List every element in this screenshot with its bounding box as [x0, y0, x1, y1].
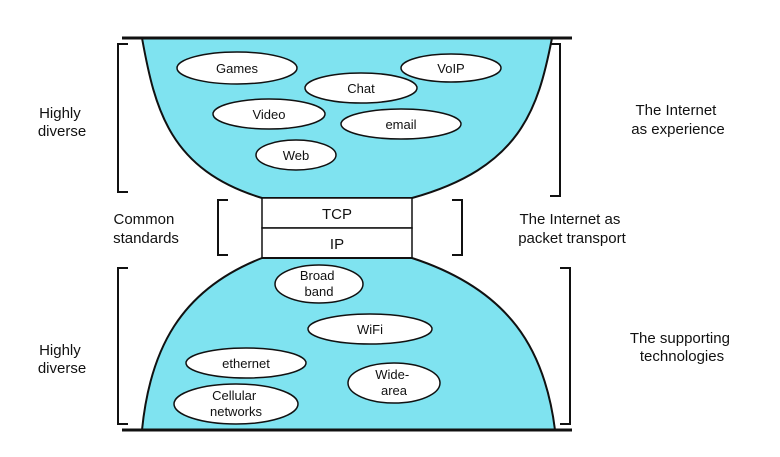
svg-text:ethernet: ethernet	[222, 356, 270, 371]
ip-layer-label: IP	[330, 236, 344, 253]
tcp-layer-label: TCP	[322, 206, 352, 223]
right-middle-bracket	[452, 199, 463, 256]
tech-oval-ethernet: ethernet	[185, 347, 307, 379]
app-oval-voip: VoIP	[400, 53, 502, 83]
svg-text:Video: Video	[252, 107, 285, 122]
svg-text:Broad band: Broad band	[300, 268, 338, 299]
left-top-bracket	[117, 43, 128, 193]
app-oval-web: Web	[255, 139, 337, 171]
tech-oval-wide-area: Wide- area	[347, 362, 441, 404]
tcp-layer-box	[261, 197, 413, 229]
svg-text:email: email	[385, 117, 416, 132]
app-oval-email: email	[340, 108, 462, 140]
tech-oval-broadband: Broad band	[274, 264, 364, 304]
left-bottom-bracket	[117, 267, 128, 425]
svg-text:Cellular networks: Cellular networks	[210, 388, 263, 419]
left-middle-bracket	[217, 199, 228, 256]
svg-text:VoIP: VoIP	[437, 61, 464, 76]
tech-oval-wifi: WiFi	[307, 313, 433, 345]
svg-text:Games: Games	[216, 61, 258, 76]
svg-text:Wide- area: Wide- area	[375, 367, 413, 398]
right-bottom-bracket	[560, 267, 571, 425]
svg-text:Chat: Chat	[347, 81, 375, 96]
app-oval-video: Video	[212, 98, 326, 130]
left-middle-label: Common standards	[113, 211, 179, 247]
right-middle-label: The Internet as packet transport	[518, 211, 626, 247]
right-top-bracket	[550, 43, 561, 197]
app-oval-games: Games	[176, 51, 298, 85]
app-oval-chat: Chat	[304, 72, 418, 104]
left-bottom-label: Highly diverse	[38, 342, 86, 377]
left-top-label: Highly diverse	[38, 105, 86, 140]
right-top-label: The Internet as experience	[631, 102, 724, 138]
svg-text:Web: Web	[283, 148, 310, 163]
right-bottom-label: The supporting technologies	[630, 330, 734, 365]
tech-oval-cellular: Cellular networks	[173, 383, 299, 425]
svg-text:WiFi: WiFi	[357, 322, 383, 337]
